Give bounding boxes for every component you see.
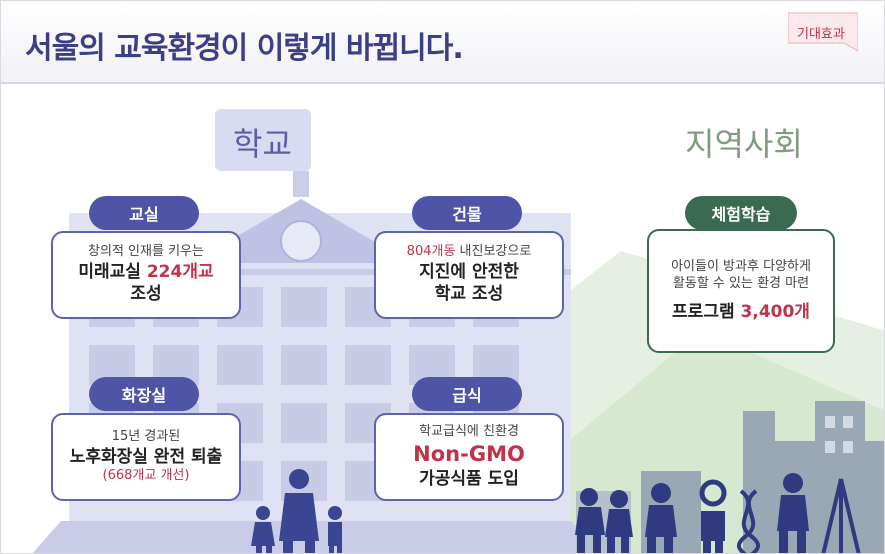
title-divider: [1, 82, 884, 84]
meal-line2: Non-GMO: [413, 441, 525, 466]
building-line1: 804개동 내진보강으로: [406, 244, 532, 260]
field-learning-badge: 체험학습: [685, 196, 797, 230]
ribbon-tag-icon: [788, 12, 858, 52]
classroom-line3: 조성: [130, 284, 162, 305]
family-silhouette-icon: [251, 469, 342, 553]
school-label-box: [215, 109, 311, 171]
field-learning-line3: 프로그램 3,400개: [672, 301, 810, 322]
field-learning-line2: 활동할 수 있는 환경 마련: [672, 275, 810, 291]
meal-line3: 가공식품 도입: [419, 469, 519, 490]
classroom-card: 창의적 인재를 키우는 미래교실 224개교 조성: [51, 231, 241, 319]
field-learning-line1: 아이들이 방과후 다양하게: [671, 259, 811, 275]
restroom-line2: 노후화장실 완전 퇴출: [69, 446, 223, 467]
restroom-card: 15년 경과된 노후화장실 완전 퇴출 (668개교 개선): [51, 413, 241, 501]
classroom-line2: 미래교실 224개교: [78, 262, 214, 283]
header-band: [1, 1, 884, 83]
classroom-line1: 창의적 인재를 키우는: [88, 244, 204, 260]
page-title: 서울의 교육환경이 이렇게 바뀝니다.: [25, 31, 464, 66]
field-learning-card: 아이들이 방과후 다양하게 활동할 수 있는 환경 마련 프로그램 3,400개: [647, 229, 835, 353]
field-learning-highlight: 3,400개: [740, 301, 810, 322]
classroom-highlight: 224개교: [146, 262, 214, 283]
dna-helix-icon: [737, 489, 760, 553]
restroom-line3: (668개교 개선): [102, 468, 190, 484]
restroom-badge: 화장실: [89, 377, 199, 411]
building-line2: 지진에 안전한: [419, 262, 519, 283]
community-section-label: 지역사회: [685, 125, 803, 163]
expected-effect-tag: 기대효과: [797, 27, 845, 42]
restroom-line1: 15년 경과된: [111, 429, 181, 445]
classroom-badge: 교실: [89, 196, 199, 230]
meal-line1: 학교급식에 친환경: [419, 423, 519, 439]
school-section-label: 학교: [233, 125, 292, 163]
children-activity-icon: [575, 473, 809, 553]
building-highlight: 804개동: [406, 244, 456, 260]
easel-icon: [821, 478, 861, 553]
building-badge: 건물: [412, 196, 522, 230]
building-card: 804개동 내진보강으로 지진에 안전한 학교 조성: [374, 231, 564, 319]
meal-badge: 급식: [412, 377, 522, 411]
building-line3: 학교 조성: [434, 284, 504, 305]
meal-card: 학교급식에 친환경 Non-GMO 가공식품 도입: [374, 413, 564, 501]
